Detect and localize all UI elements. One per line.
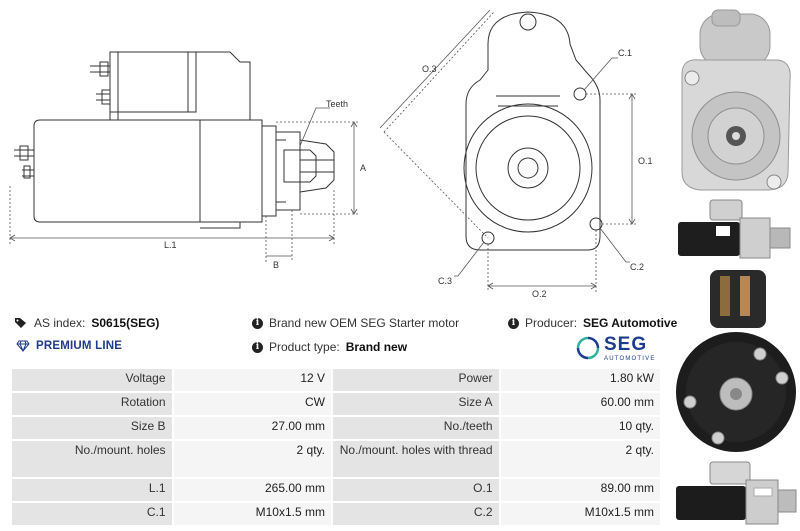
thumbnail-front-flange[interactable] xyxy=(670,4,800,196)
product-type: i Product type: Brand new xyxy=(252,340,407,354)
spec-value: 12 V xyxy=(173,369,331,391)
dimension-o2-label: O.2 xyxy=(532,289,547,299)
spec-label: C.2 xyxy=(333,503,499,525)
spec-value: 2 qty. xyxy=(500,441,660,477)
spec-value: 1.80 kW xyxy=(500,369,660,391)
specifications-table: Voltage 12 V Power 1.80 kW Rotation CW S… xyxy=(10,367,662,527)
technical-drawing: Teeth A B L.1 xyxy=(9,9,653,299)
dimension-o1-label: O.1 xyxy=(638,156,653,166)
table-row: L.1 265.00 mm O.1 89.00 mm xyxy=(12,479,660,501)
as-index: AS index: S0615(SEG) xyxy=(14,316,159,330)
product-type-value: Brand new xyxy=(345,340,408,354)
side-view-drawing xyxy=(9,51,358,262)
thumbnail-side-small[interactable] xyxy=(670,196,800,266)
spec-label: No./teeth xyxy=(333,417,499,439)
as-index-value: S0615(SEG) xyxy=(91,316,160,330)
description-text: Brand new OEM SEG Starter motor xyxy=(269,316,460,330)
table-row: C.1 M10x1.5 mm C.2 M10x1.5 mm xyxy=(12,503,660,525)
dimension-b-label: B xyxy=(273,260,279,270)
spec-label: O.1 xyxy=(333,479,499,501)
spec-value: 60.00 mm xyxy=(500,393,660,415)
seg-logo-sub: AUTOMOTIVE xyxy=(604,355,656,362)
diamond-icon xyxy=(16,340,30,352)
spec-label: No./mount. holes xyxy=(12,441,172,477)
spec-value: 10 qty. xyxy=(500,417,660,439)
dimension-l1-label: L.1 xyxy=(164,240,177,250)
dimension-c1-label: C.1 xyxy=(618,48,632,58)
spec-label: Power xyxy=(333,369,499,391)
description: i Brand new OEM SEG Starter motor xyxy=(252,316,459,330)
product-info: AS index: S0615(SEG) PREMIUM LINE i Bran… xyxy=(14,312,677,362)
info-icon: i xyxy=(252,317,263,329)
spec-label: Voltage xyxy=(12,369,172,391)
dimension-c3-label: C.3 xyxy=(438,276,452,286)
product-type-label: Product type: xyxy=(269,340,340,354)
side-view-labels: Teeth A B L.1 xyxy=(164,99,366,270)
table-row: Rotation CW Size A 60.00 mm xyxy=(12,393,660,415)
spec-value: 265.00 mm xyxy=(173,479,331,501)
front-view-drawing xyxy=(379,9,636,292)
info-icon: i xyxy=(252,341,263,353)
spec-label: C.1 xyxy=(12,503,172,525)
premium-line-label: PREMIUM LINE xyxy=(36,340,123,352)
info-icon: i xyxy=(508,317,519,329)
producer: i Producer: SEG Automotive xyxy=(508,316,677,330)
dimension-c2-label: C.2 xyxy=(630,262,644,272)
front-view-labels: O.3 C.1 O.1 C.3 O.2 C.2 xyxy=(422,48,653,299)
spec-label: Size A xyxy=(333,393,499,415)
dimension-o3-label: O.3 xyxy=(422,64,437,74)
spec-label: Size B xyxy=(12,417,172,439)
product-thumbnails xyxy=(670,0,800,531)
spec-value: 2 qty. xyxy=(173,441,331,477)
spec-value: CW xyxy=(173,393,331,415)
seg-logo: SEG AUTOMOTIVE xyxy=(576,334,662,362)
thumbnail-rear-terminals[interactable] xyxy=(670,268,800,454)
spec-value: 27.00 mm xyxy=(173,417,331,439)
seg-logo-mark-icon xyxy=(576,336,600,360)
teeth-label: Teeth xyxy=(326,99,348,109)
spec-label: Rotation xyxy=(12,393,172,415)
spec-value: M10x1.5 mm xyxy=(500,503,660,525)
seg-logo-name: SEG xyxy=(604,333,648,355)
thumbnail-side-bottom[interactable] xyxy=(670,456,800,530)
dimension-a-label: A xyxy=(360,163,366,173)
table-row: Voltage 12 V Power 1.80 kW xyxy=(12,369,660,391)
table-row: Size B 27.00 mm No./teeth 10 qty. xyxy=(12,417,660,439)
producer-label: Producer: xyxy=(525,316,578,330)
table-row: No./mount. holes 2 qty. No./mount. holes… xyxy=(12,441,660,477)
spec-label: No./mount. holes with thread xyxy=(333,441,499,477)
premium-line: PREMIUM LINE xyxy=(16,340,122,352)
producer-value: SEG Automotive xyxy=(583,316,678,330)
spec-value: M10x1.5 mm xyxy=(173,503,331,525)
tags-icon xyxy=(15,318,26,328)
spec-label: L.1 xyxy=(12,479,172,501)
spec-value: 89.00 mm xyxy=(500,479,660,501)
as-index-label: AS index: xyxy=(34,316,86,330)
